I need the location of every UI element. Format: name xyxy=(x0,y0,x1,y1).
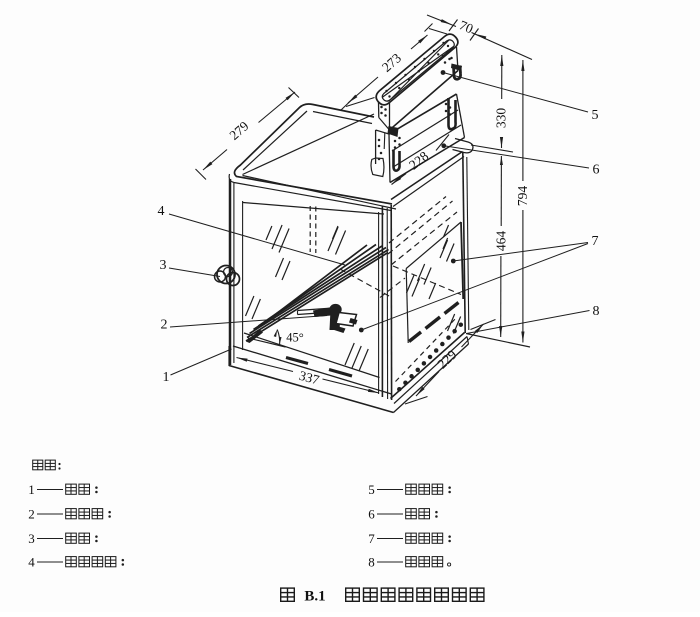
svg-text:6: 6 xyxy=(593,163,600,178)
svg-text:3: 3 xyxy=(160,258,167,273)
svg-text:4: 4 xyxy=(28,555,35,570)
svg-text:45°: 45° xyxy=(286,331,304,345)
svg-text:1: 1 xyxy=(163,370,170,385)
svg-text:464: 464 xyxy=(494,231,509,252)
svg-text:4: 4 xyxy=(158,204,165,219)
svg-text:8: 8 xyxy=(368,555,375,570)
svg-text:8: 8 xyxy=(593,304,600,319)
svg-text:794: 794 xyxy=(515,186,530,207)
svg-text:1: 1 xyxy=(28,482,35,497)
svg-text:330: 330 xyxy=(494,108,509,129)
svg-text:5: 5 xyxy=(368,482,375,497)
svg-text:3: 3 xyxy=(28,531,35,546)
svg-text:B.1: B.1 xyxy=(304,589,325,605)
svg-text:7: 7 xyxy=(368,531,375,546)
svg-text:2: 2 xyxy=(28,507,35,522)
svg-text:6: 6 xyxy=(368,507,375,522)
svg-text:7: 7 xyxy=(592,234,599,249)
svg-text:5: 5 xyxy=(592,108,599,123)
svg-text:2: 2 xyxy=(161,318,168,333)
